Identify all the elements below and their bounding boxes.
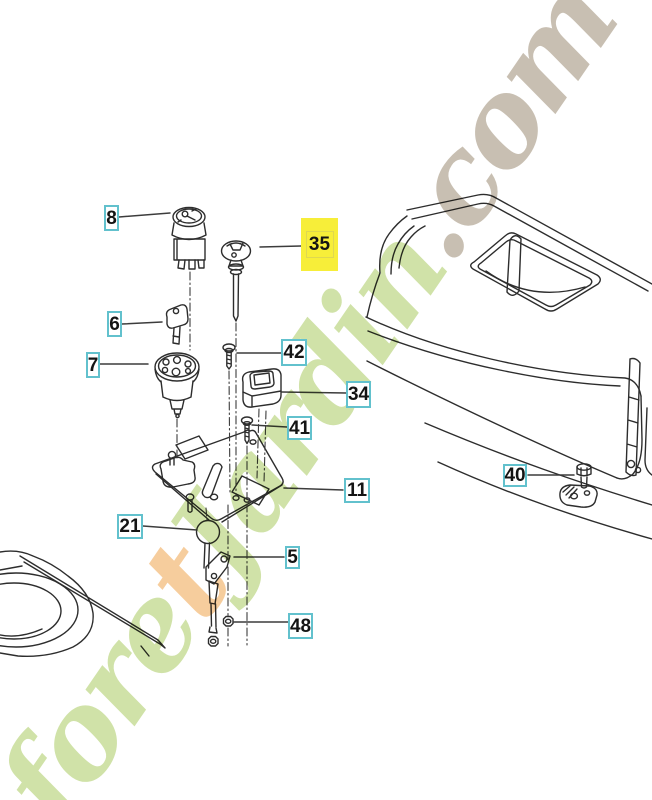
leader-lines	[99, 212, 575, 623]
ignition-switch-drawing	[171, 206, 207, 270]
assembly-axis-lines	[176, 271, 267, 647]
part-label-48: 48	[288, 613, 313, 639]
part-label-21: 21	[117, 514, 143, 539]
switch-drawing	[154, 352, 200, 419]
part-number: 8	[106, 207, 117, 229]
part-label-41: 41	[287, 416, 312, 440]
part-label-7: 7	[86, 352, 100, 378]
mounting-plate-drawing	[151, 429, 284, 523]
part-label-11: 11	[344, 478, 370, 503]
part-label-8: 8	[104, 205, 119, 231]
screw-42-drawing	[222, 343, 236, 370]
part-label-6: 6	[107, 311, 122, 337]
part-number: 34	[347, 384, 370, 405]
part-label-5: 5	[285, 546, 300, 569]
part-number: 41	[288, 417, 311, 439]
screw-41-drawing	[240, 416, 254, 445]
key-drawing	[220, 240, 252, 322]
console-housing-drawing	[365, 193, 652, 540]
part-number: 5	[287, 547, 298, 568]
part-label-35-highlight: 35	[301, 218, 338, 271]
lever-and-linkage-drawing	[195, 519, 234, 647]
part-number: 6	[109, 313, 120, 335]
part-number: 48	[289, 615, 312, 637]
part-label-34: 34	[346, 381, 371, 408]
part-number: 21	[119, 516, 141, 537]
part-number: 40	[504, 465, 526, 486]
part-label-35: 35	[305, 231, 334, 258]
part-number: 11	[346, 480, 368, 501]
spare-key-drawing	[165, 304, 189, 345]
part-number: 42	[283, 342, 305, 363]
hour-meter-drawing	[241, 368, 282, 408]
part-label-40: 40	[503, 464, 527, 487]
part-label-42: 42	[281, 339, 307, 366]
part-number: 35	[308, 233, 331, 255]
cup-holder-fragment-drawing	[0, 550, 166, 657]
part-number: 7	[87, 354, 99, 376]
